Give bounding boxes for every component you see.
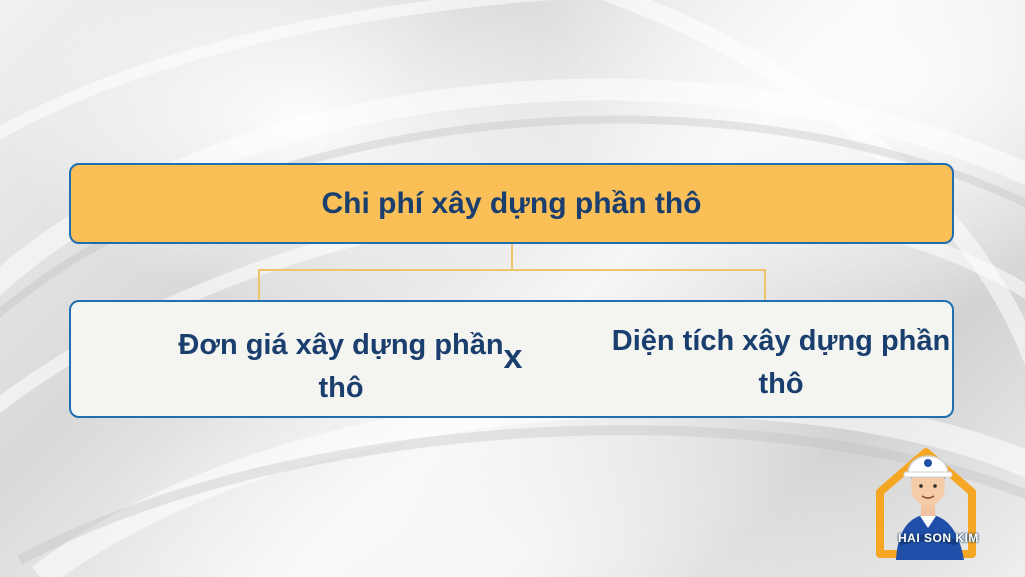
brand-logo-text: HAI SON KIM (898, 531, 979, 545)
connector-stem (511, 244, 513, 270)
multiply-operator: x (503, 338, 523, 376)
construction-area-label: Diện tích xây dựng phần thô (611, 325, 951, 400)
total-cost-box: Chi phí xây dựng phần thô (69, 163, 954, 244)
connector-bar (258, 269, 766, 271)
worker-mascot-icon (876, 448, 976, 560)
unit-price-label: Đơn giá xây dựng phần thô (178, 329, 504, 404)
formula-box: Đơn giá xây dựng phần thô x Diện tích xâ… (69, 300, 954, 418)
total-cost-label: Chi phí xây dựng phần thô (321, 186, 702, 220)
connector-left (258, 269, 260, 300)
connector-right (764, 269, 766, 300)
